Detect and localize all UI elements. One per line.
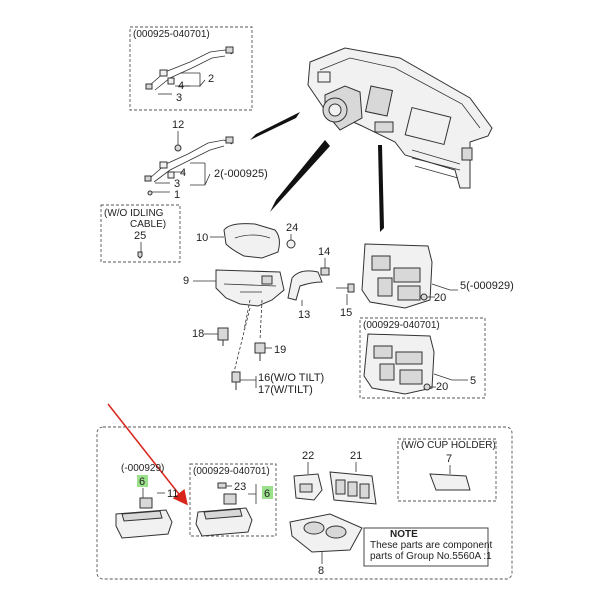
part-7-blank-cover: [429, 473, 471, 491]
callout-22: 22: [302, 450, 314, 462]
leader-16-17: [240, 376, 257, 388]
highlight-6-left: [137, 475, 148, 487]
callout-2-mid: 2(-000925): [214, 168, 268, 180]
callout-11: 11: [167, 488, 178, 500]
handle-13: [287, 270, 323, 301]
callout-2-top: 2: [208, 73, 214, 85]
note-box: [363, 527, 489, 567]
part-14: [320, 267, 330, 276]
cup-holder-left: [115, 497, 173, 539]
part-8-tray: [289, 513, 363, 553]
screw-1: [147, 190, 153, 196]
callout-12: 12: [172, 119, 184, 131]
callout-17: 17(W/TILT): [258, 384, 313, 396]
callout-3-mid: 3: [174, 178, 180, 190]
cable-assembly-top: [145, 46, 234, 91]
callout-24: 24: [286, 222, 298, 234]
callout-6-left: 6: [139, 476, 145, 488]
highlight-6-mid: [262, 486, 273, 499]
callout-20-top: 20: [434, 292, 446, 304]
highlight-arrow: [107, 403, 188, 506]
callout-4-top: 4: [178, 80, 184, 92]
note-title: NOTE: [390, 529, 418, 540]
screw-16-17: [231, 371, 241, 390]
group-box-panel-5: [359, 317, 486, 399]
group-box-mid-bottom: [189, 463, 277, 537]
note-wo-idling-2: CABLE): [130, 219, 166, 230]
range-label-top: (000925-040701): [133, 29, 210, 40]
callout-5-top: 5(-000929): [460, 280, 514, 292]
leader-2-mid: [190, 162, 211, 186]
callout-3-top: 3: [176, 92, 182, 104]
leader-6-mid: [248, 484, 257, 504]
part-23: [217, 482, 227, 489]
callout-7: 7: [446, 453, 452, 465]
callout-8: 8: [318, 565, 324, 577]
callout-23: 23: [234, 481, 246, 493]
clip-25: [137, 251, 143, 259]
screw-20-top: [420, 293, 428, 301]
leader-5-bot: [433, 373, 468, 381]
callout-16: 16(W/O TILT): [258, 372, 324, 384]
cable-assembly-mid: [144, 136, 234, 183]
screw-20-bot: [423, 383, 431, 391]
part-24: [286, 239, 296, 249]
screw-18: [217, 327, 229, 346]
note-wo-cup-holder: (W/O CUP HOLDER): [401, 440, 496, 451]
callout-1-mid: 1: [174, 189, 180, 201]
callout-4-mid: 4: [180, 167, 186, 179]
callout-10: 10: [196, 232, 208, 244]
upper-column-cover: [223, 223, 280, 259]
group-box-top-left: [129, 26, 253, 111]
leader-5-top: [431, 283, 458, 291]
callout-5-bot: 5: [470, 375, 476, 387]
center-panel-bottom: [363, 333, 435, 395]
leader-band-center: [378, 145, 384, 232]
leader-band-column: [270, 140, 330, 212]
callout-18: 18: [192, 328, 204, 340]
cup-holder-mid: [195, 493, 253, 537]
center-panel-top: [361, 243, 433, 309]
part-21-switch-panel: [329, 471, 377, 505]
callout-15: 15: [340, 307, 352, 319]
note-line-1: These parts are component: [370, 540, 493, 551]
note-line-2: parts of Group No.5560A :1: [370, 551, 492, 562]
assembly-lines: [233, 299, 263, 373]
callout-14: 14: [318, 246, 330, 258]
group-box-bottom: [96, 426, 513, 580]
callout-21: 21: [350, 450, 362, 462]
leader-band-cluster: [250, 112, 300, 140]
callout-9: 9: [183, 275, 189, 287]
group-box-wo-idling: [100, 204, 181, 263]
callout-13: 13: [298, 309, 310, 321]
callout-20-bot: 20: [436, 381, 448, 393]
screw-19: [254, 342, 266, 361]
callout-6-mid: 6: [264, 488, 270, 500]
callout-19: 19: [274, 344, 286, 356]
range-label-mid-bottom: (000929-040701): [193, 466, 270, 477]
range-label-panel-5: (000929-040701): [363, 320, 440, 331]
range-label-left-bottom: (-000929): [121, 463, 164, 474]
note-wo-idling-1: (W/O IDLING: [104, 208, 164, 219]
dashboard-assembly: [307, 47, 493, 189]
callout-25: 25: [134, 230, 146, 242]
